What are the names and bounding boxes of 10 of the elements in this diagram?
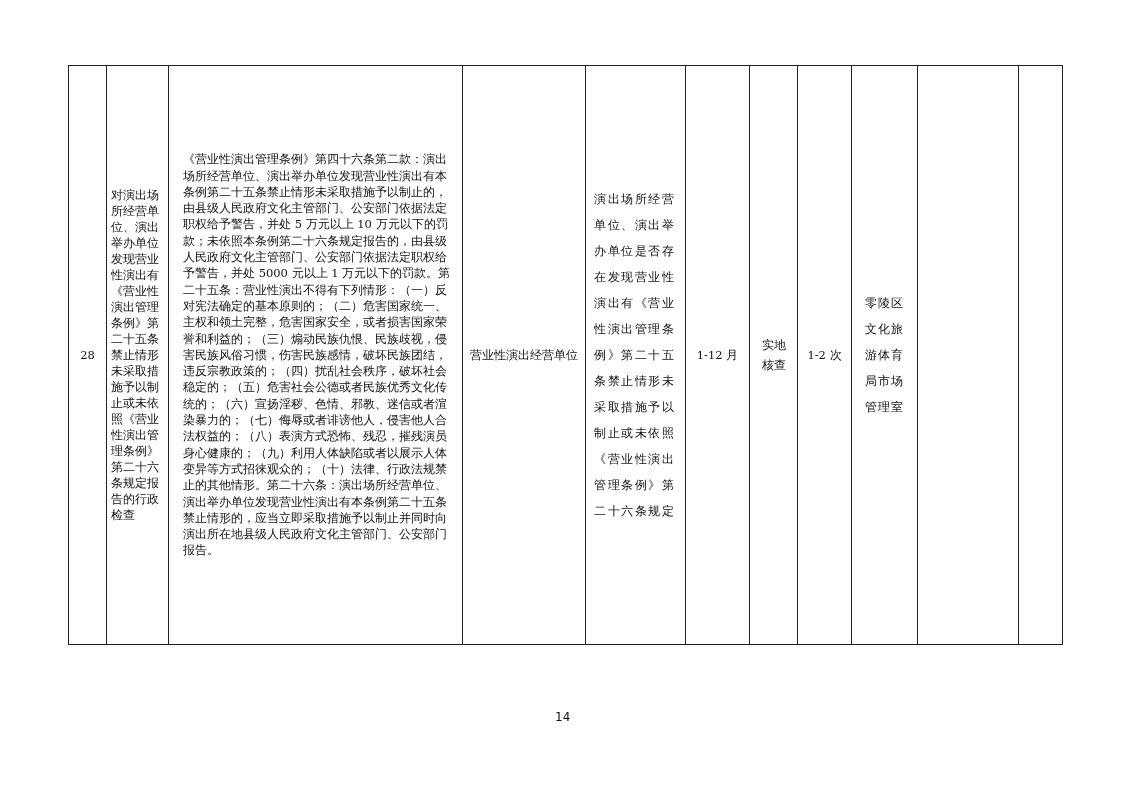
table-cell: 演出场所经营单位、演出举办单位是否存在发现营业性演出有《营业性演出管理条例》第二十五条禁止情形未采取措施予以制止或未依照《营业性演出管理条例》第二十六条规定	[585, 65, 686, 645]
table-cell: 营业性演出经营单位	[462, 65, 586, 645]
table-cell: 1-12 月	[685, 65, 750, 645]
table-cell: 零陵区文化旅游体育局市场管理室	[851, 65, 918, 645]
table-cell: 《营业性演出管理条例》第四十六条第二款：演出场所经营单位、演出举办单位发现营业性演出有本条例第二十五条禁止情形未采取措施予以制止的，由县级人民政府文化主管部门、公安部门依据法定职权给予警告，并处 5 万元以上 10 万元以下的罚款；未依照本条例第二十六条规定报告的，由县级人民政府文化主管部门、公安部门依据法定职权给予警告，并处 5000 元以上 1 万元以下的罚款。第二十五条：营业性演出不得有下列情形：（一）反对宪法确定的基本原则的；（二）危害国家统一、主权和领土完整，危害国家安全，或者损害国家荣誉和利益的；（三）煽动民族仇恨、民族歧视，侵害民族风俗习惯，伤害民族感情，破坏民族团结，违反宗教政策的；（四）扰乱社会秩序，破坏社会稳定的；（五）危害社会公德或者民族优秀文化传统的；（六）宣扬淫秽、色情、邪教、迷信或者渲染暴力的；（七）侮辱或者诽谤他人，侵害他人合法权益的；（八）表演方式恐怖、残忍，摧残演员身心健康的；（九）利用人体缺陷或者以展示人体变异等方式招徕观众的；（十）法律、行政法规禁止的其他情形。第二十六条：演出场所经营单位、演出举办单位发现营业性演出有本条例第二十五条禁止情形的，应当立即采取措施予以制止并同时向演出所在地县级人民政府文化主管部门、公安部门报告。	[168, 65, 463, 645]
table-cell: 对演出场所经营单位、演出举办单位发现营业性演出有《营业性演出管理条例》第二十五条禁止情形未采取措施予以制止或未依照《营业性演出管理条例》第二十六条规定报告的行政检查	[106, 65, 169, 645]
table-cell: 28	[68, 65, 107, 645]
table-cell: 实地核查	[749, 65, 798, 645]
table-cell: 1-2 次	[797, 65, 852, 645]
page-number: 14	[555, 710, 571, 724]
